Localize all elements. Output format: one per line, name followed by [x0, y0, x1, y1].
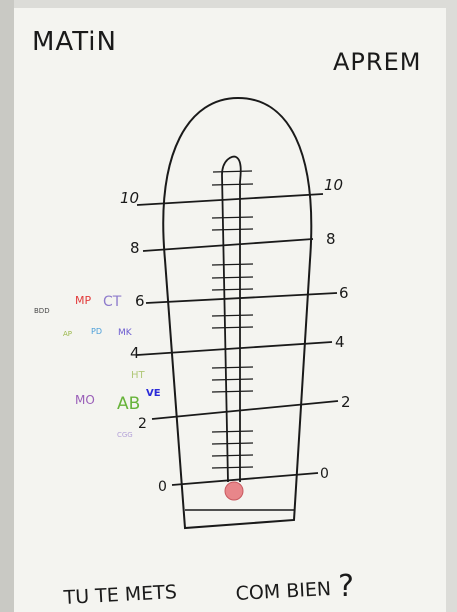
right-label-8: 8 — [326, 230, 336, 248]
scale-line-4 — [136, 341, 333, 356]
right-label-10: 10 — [324, 176, 343, 194]
footer-question-part2: COM BIEN — [235, 578, 332, 605]
footer-question-mark: ? — [338, 569, 354, 604]
vote-mk: MK — [118, 328, 133, 338]
header-aprem: APREM — [333, 48, 421, 76]
scale-lines — [136, 193, 339, 486]
right-label-4: 4 — [335, 333, 345, 351]
left-label-0: 0 — [158, 479, 167, 495]
vote-bdd: BDD — [34, 307, 50, 315]
left-label-8: 8 — [130, 239, 140, 257]
left-label-10: 10 — [120, 189, 139, 207]
scale-line-2 — [151, 400, 339, 420]
left-label-2: 2 — [138, 416, 147, 432]
vote-ct: CT — [103, 294, 122, 310]
scale-line-0 — [171, 472, 319, 486]
tube-ticks — [211, 170, 254, 469]
paper-sheet — [14, 8, 446, 612]
scale-line-10 — [136, 193, 324, 206]
scale-line-6 — [145, 292, 338, 304]
thermometer-outline — [162, 96, 313, 530]
vote-ab: AB — [117, 394, 140, 414]
thermometer-tube — [221, 155, 242, 483]
vote-cgg: CGG — [117, 431, 133, 439]
vote-ht: HT — [131, 370, 146, 381]
vote-pd: PD — [91, 327, 102, 336]
right-label-0: 0 — [320, 466, 329, 482]
scale-line-8 — [142, 238, 314, 252]
right-label-2: 2 — [341, 393, 351, 411]
vote-mo: MO — [75, 393, 95, 407]
header-matin: MATiN — [32, 27, 117, 57]
vote-ve: VE — [146, 388, 161, 399]
thermometer-bulb — [224, 481, 244, 501]
left-label-6: 6 — [135, 292, 145, 310]
right-label-6: 6 — [339, 284, 349, 302]
left-label-4: 4 — [130, 344, 140, 362]
vote-ap: AP — [63, 330, 72, 338]
paper-shadow-edge — [0, 0, 14, 612]
vote-mp: MP — [75, 294, 91, 307]
